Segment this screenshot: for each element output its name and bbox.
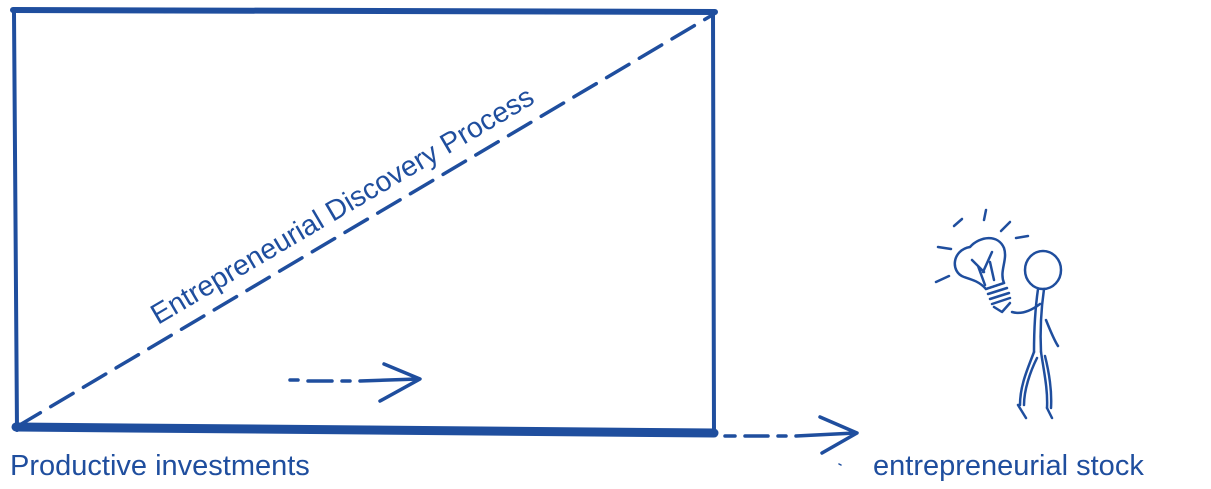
stick-figure-icon [1010,249,1063,420]
dashed-arrow-icon [288,362,422,403]
productive-investments-label: Productive investments [10,450,310,482]
frame-box [10,7,719,438]
entrepreneurial-stock-label: entrepreneurial stock [873,450,1144,482]
dashed-arrow-icon [723,415,859,455]
diagonal-label: Entrepreneurial Discovery Process [145,81,539,331]
speck-mark [838,463,842,466]
lightbulb-icon [934,208,1030,314]
diagonal-dashed-line [16,12,716,428]
